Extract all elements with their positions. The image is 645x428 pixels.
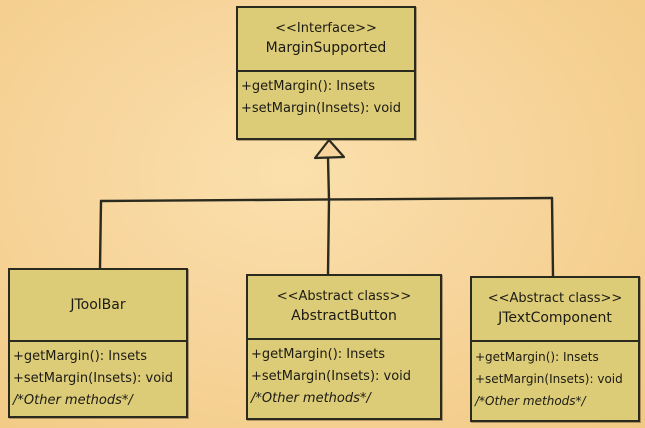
interface-methods: +getMargin(): Insets +setMargin(Insets):… bbox=[238, 72, 414, 120]
class-stereotype: <<Abstract class>> bbox=[276, 289, 412, 304]
inheritance-stem bbox=[326, 156, 331, 202]
branch-jtoolbar bbox=[98, 199, 103, 270]
branch-abstractbutton bbox=[326, 198, 331, 276]
method-line: /*Other methods*/ bbox=[251, 391, 371, 406]
method-line: +setMargin(Insets): void bbox=[13, 371, 174, 386]
class-methods: +getMargin(): Insets +setMargin(Insets):… bbox=[248, 340, 440, 410]
inheritance-arrowhead bbox=[313, 138, 346, 160]
method-line: +getMargin(): Insets bbox=[241, 79, 376, 94]
class-jtextcomponent: <<Abstract class>> JTextComponent +getMa… bbox=[470, 276, 640, 422]
class-header: <<Abstract class>> AbstractButton bbox=[248, 276, 440, 340]
class-header: JToolBar bbox=[10, 270, 186, 342]
class-jtoolbar: JToolBar +getMargin(): Insets +setMargin… bbox=[8, 268, 188, 418]
method-line: +setMargin(Insets): void bbox=[241, 101, 402, 116]
class-methods: +getMargin(): Insets +setMargin(Insets):… bbox=[10, 342, 186, 412]
method-line: /*Other methods*/ bbox=[13, 393, 133, 408]
class-header: <<Abstract class>> JTextComponent bbox=[472, 278, 638, 342]
method-line: +setMargin(Insets): void bbox=[251, 369, 412, 384]
class-abstractbutton: <<Abstract class>> AbstractButton +getMa… bbox=[246, 274, 442, 420]
class-name: JTextComponent bbox=[498, 310, 612, 326]
inheritance-bar bbox=[99, 196, 554, 203]
method-line: +setMargin(Insets): void bbox=[475, 372, 623, 386]
class-methods: +getMargin(): Insets +setMargin(Insets):… bbox=[472, 342, 638, 412]
class-name: JToolBar bbox=[70, 297, 126, 313]
method-line: /*Other methods*/ bbox=[475, 394, 586, 408]
class-name: AbstractButton bbox=[291, 308, 397, 324]
interface-header: <<Interface>> MarginSupported bbox=[238, 8, 414, 72]
interface-name: MarginSupported bbox=[265, 40, 387, 56]
method-line: +getMargin(): Insets bbox=[251, 347, 386, 362]
interface-stereotype: <<Interface>> bbox=[275, 21, 377, 36]
branch-jtextcomponent bbox=[550, 196, 555, 278]
class-stereotype: <<Abstract class>> bbox=[487, 291, 623, 306]
interface-margin-supported: <<Interface>> MarginSupported +getMargin… bbox=[236, 6, 416, 140]
method-line: +getMargin(): Insets bbox=[13, 349, 148, 364]
method-line: +getMargin(): Insets bbox=[475, 350, 599, 364]
